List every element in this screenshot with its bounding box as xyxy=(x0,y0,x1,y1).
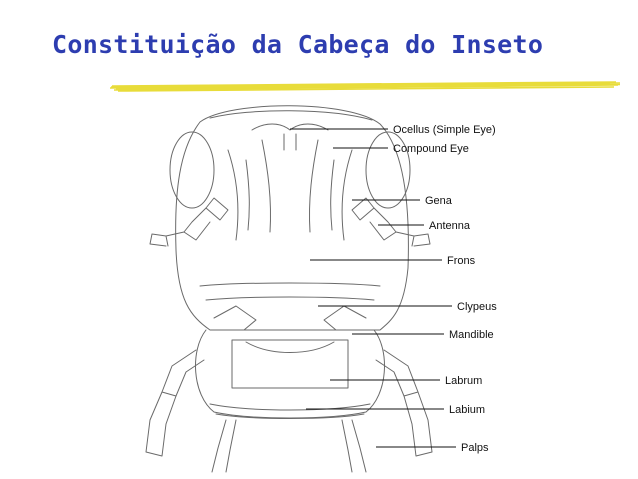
label-clypeus: Clypeus xyxy=(457,301,497,313)
label-frons: Frons xyxy=(447,255,476,267)
page-title: Constituição da Cabeça do Inseto xyxy=(52,30,544,59)
label-ocellus: Ocellus (Simple Eye) xyxy=(393,124,496,136)
compound-eye-right xyxy=(365,131,411,209)
label-palps: Palps xyxy=(461,442,489,454)
part-labels: Ocellus (Simple Eye) Compound Eye Gena A… xyxy=(393,124,497,454)
title-underline xyxy=(110,81,620,92)
label-mandible: Mandible xyxy=(449,329,494,341)
label-labium: Labium xyxy=(449,404,485,416)
label-antenna: Antenna xyxy=(429,220,471,232)
compound-eye-left xyxy=(169,131,215,209)
leader-lines xyxy=(290,128,456,448)
label-labrum: Labrum xyxy=(445,375,482,387)
label-compound-eye: Compound Eye xyxy=(393,143,469,155)
insect-head-drawing xyxy=(145,105,433,473)
label-gena: Gena xyxy=(425,195,453,207)
